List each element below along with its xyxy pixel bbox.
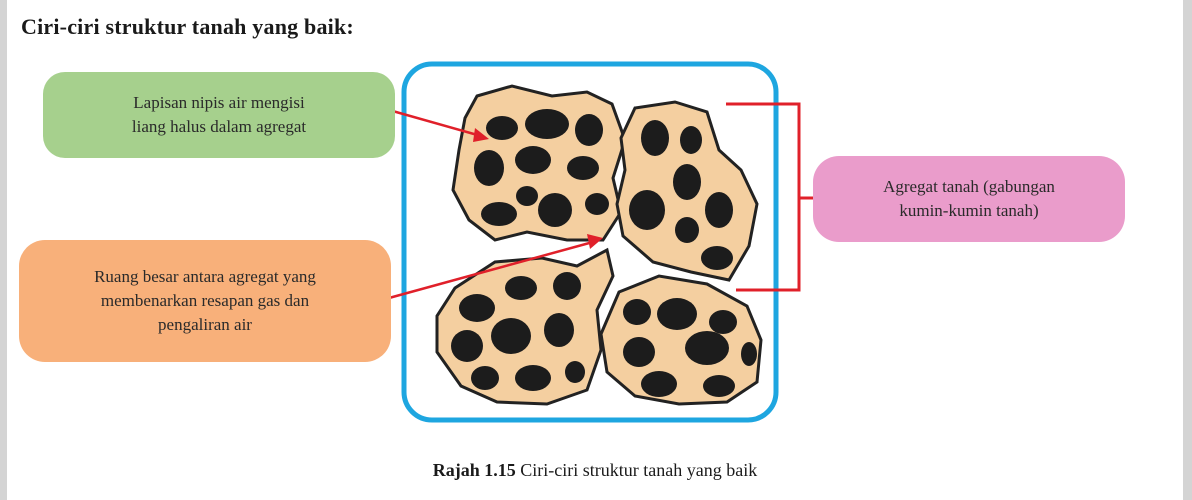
page: Ciri-ciri struktur tanah yang baik:: [7, 0, 1183, 500]
label-large-spaces-line-1: Ruang besar antara agregat yang: [94, 265, 316, 289]
label-large-spaces-line-2: membenarkan resapan gas dan: [94, 289, 316, 313]
label-fine-pores-water: Lapisan nipis air mengisi liang halus da…: [43, 72, 395, 158]
label-large-spaces: Ruang besar antara agregat yang membenar…: [19, 240, 391, 362]
label-large-spaces-line-3: pengaliran air: [94, 313, 316, 337]
label-aggregate-line-1: Agregat tanah (gabungan: [883, 175, 1055, 199]
label-fine-pores-line-1: Lapisan nipis air mengisi: [132, 91, 306, 115]
figure-caption: Rajah 1.15 Ciri-ciri struktur tanah yang…: [7, 460, 1183, 481]
figure-number: Rajah 1.15: [433, 460, 516, 480]
label-soil-aggregate: Agregat tanah (gabungan kumin-kumin tana…: [813, 156, 1125, 242]
label-aggregate-line-2: kumin-kumin tanah): [883, 199, 1055, 223]
figure-caption-text: Ciri-ciri struktur tanah yang baik: [520, 460, 757, 480]
soil-aggregate-top-left: [453, 86, 625, 240]
label-fine-pores-line-2: liang halus dalam agregat: [132, 115, 306, 139]
